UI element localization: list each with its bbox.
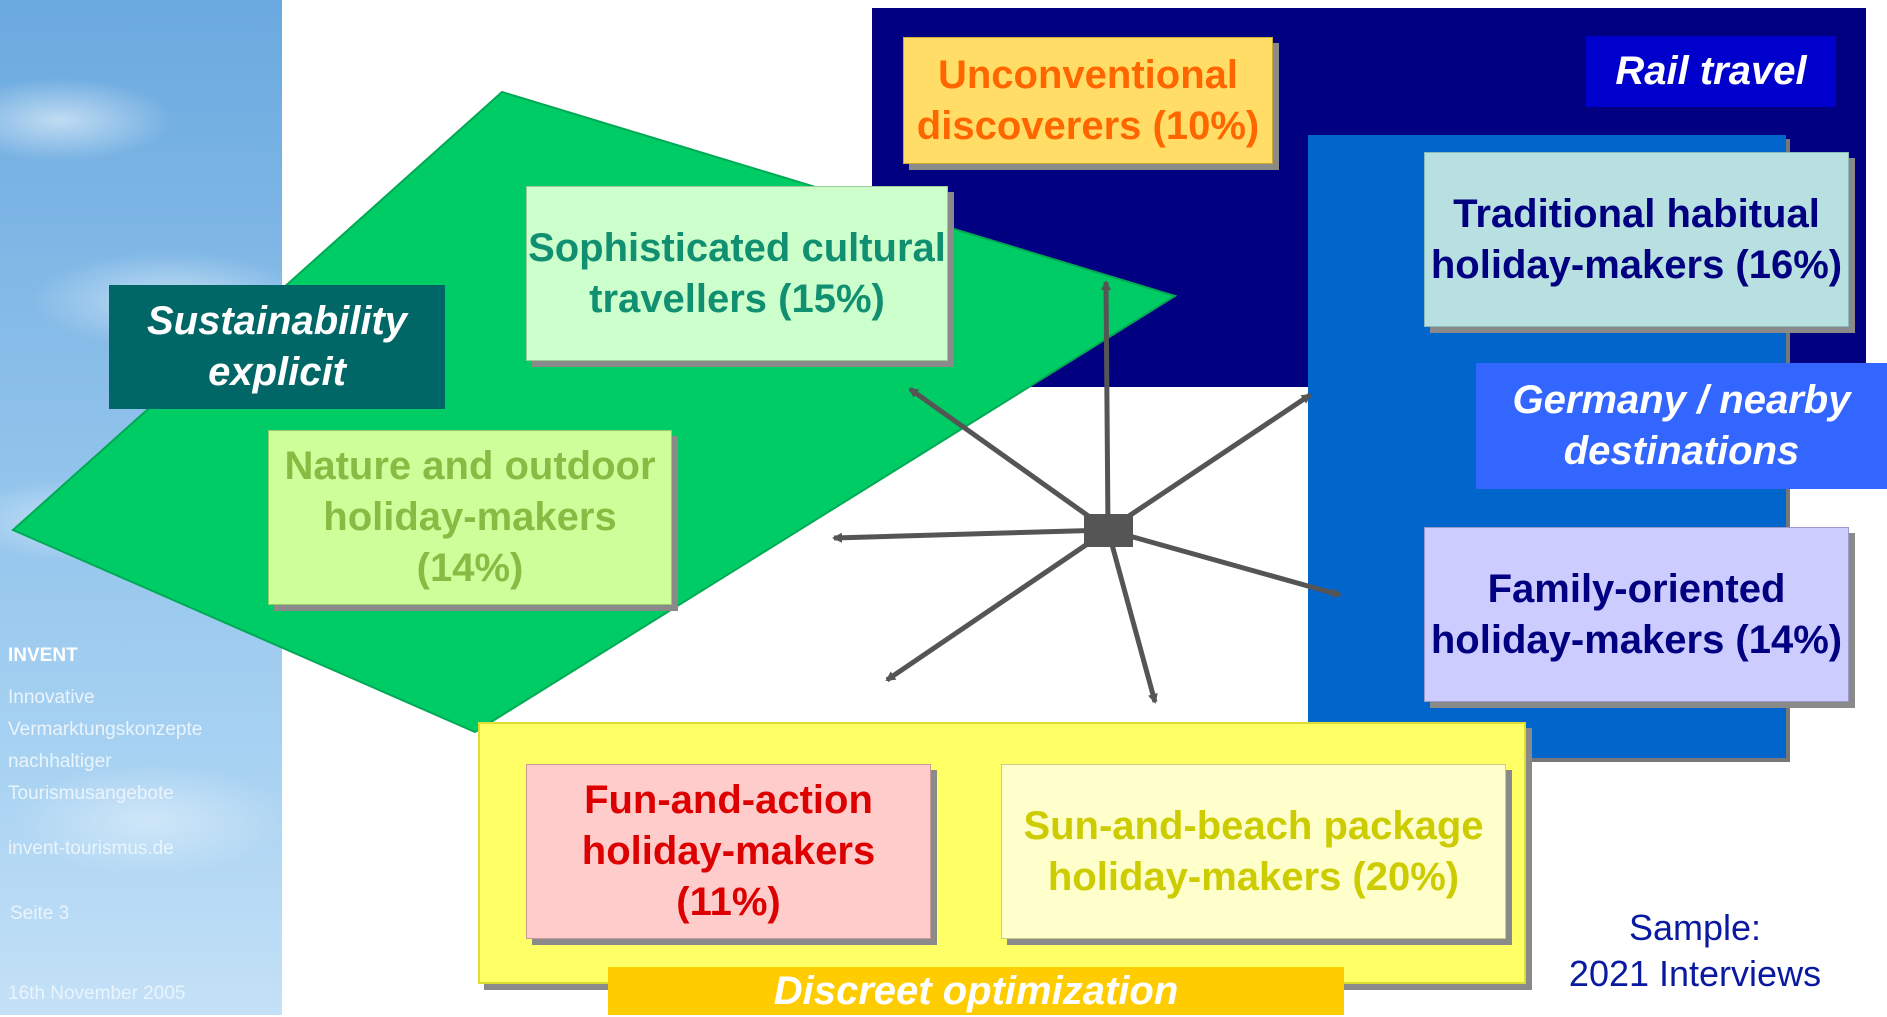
- sample-line-1: Sample:: [1628, 907, 1762, 948]
- segment-label: Traditional habitual holiday-makers (16%…: [1430, 191, 1843, 287]
- segment-traditional-habitual: Traditional habitual holiday-makers (16%…: [1424, 152, 1849, 327]
- sidebar-subtitle-line: nachhaltiger: [8, 751, 112, 772]
- sidebar-subtitle-line: Tourismusangebote: [8, 783, 174, 804]
- label-text: Rail travel: [1615, 49, 1807, 93]
- arrow-upper-left: [908, 386, 1110, 533]
- sidebar-subtitle-line: Innovative: [8, 687, 95, 708]
- segment-label: Fun-and-action holiday-makers (11%): [581, 778, 876, 924]
- segment-sun-and-beach: Sun-and-beach package holiday-makers (20…: [1001, 764, 1506, 939]
- segment-label: Family-oriented holiday-makers (14%): [1430, 566, 1843, 662]
- segment-nature-outdoor: Nature and outdoor holiday-makers (14%): [268, 430, 672, 605]
- arrow-down: [1105, 529, 1158, 704]
- segment-unconventional-discoverers: Unconventional discoverers (10%): [903, 37, 1273, 164]
- segment-sophisticated-cultural-travellers: Sophisticated cultural travellers (15%): [526, 186, 948, 361]
- sidebar-page-number: Seite 3: [10, 903, 70, 924]
- arrow-right: [1107, 527, 1342, 598]
- arrow-lower-left: [885, 527, 1110, 683]
- segment-label: Sun-and-beach package holiday-makers (20…: [1023, 803, 1484, 899]
- label-text: Germany / nearby destinations: [1512, 378, 1851, 473]
- center-node: [1084, 514, 1133, 547]
- arrow-up: [1101, 280, 1112, 531]
- label-rail-travel: Rail travel: [1586, 36, 1836, 107]
- label-germany-nearby: Germany / nearby destinations: [1476, 363, 1887, 489]
- label-sustainability-explicit: Sustainability explicit: [109, 285, 445, 409]
- label-text: Sustainability explicit: [146, 299, 408, 394]
- sidebar-subtitle-line: Vermarktungskonzepte: [8, 719, 203, 740]
- sample-line-2: 2021 Interviews: [1568, 953, 1822, 994]
- segment-fun-and-action: Fun-and-action holiday-makers (11%): [526, 764, 931, 939]
- arrow-upper-right: [1106, 392, 1312, 533]
- label-text: Discreet optimization: [773, 968, 1179, 1013]
- segment-label: Nature and outdoor holiday-makers (14%): [284, 444, 656, 590]
- sidebar-website: invent-tourismus.de: [8, 838, 174, 859]
- segment-family-oriented: Family-oriented holiday-makers (14%): [1424, 527, 1849, 702]
- sidebar-title: INVENT: [8, 645, 78, 666]
- label-discreet-optimization: Discreet optimization: [608, 967, 1344, 1015]
- sample-note: Sample: 2021 Interviews: [1540, 905, 1850, 997]
- segment-label: Sophisticated cultural travellers (15%): [528, 225, 946, 321]
- arrow-left: [832, 527, 1109, 543]
- segment-label: Unconventional discoverers (10%): [916, 52, 1260, 148]
- sidebar-date: 16th November 2005: [8, 983, 186, 1004]
